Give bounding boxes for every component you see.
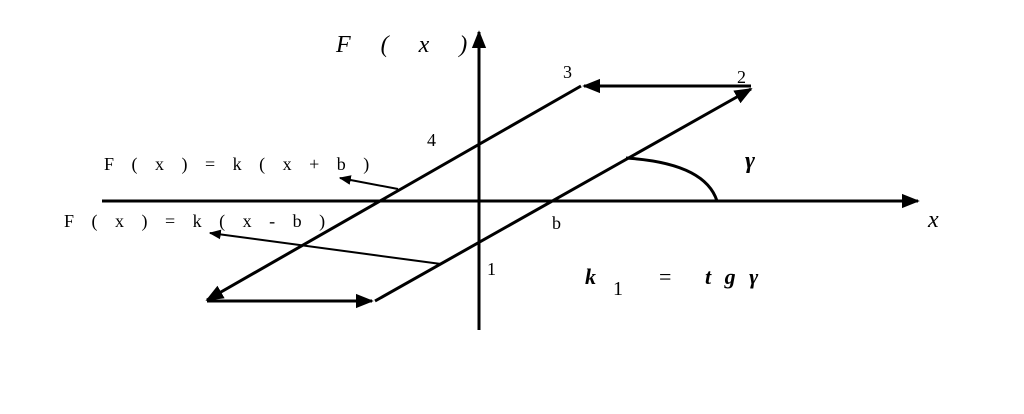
lower-branch-line (374, 87, 753, 303)
angle-arc (625, 156, 719, 202)
point-label-1: 1 (487, 259, 496, 279)
slope-formula-rhs: t g γ (705, 264, 762, 289)
point-label-2: 2 (737, 67, 746, 87)
upper-branch-line (205, 84, 582, 302)
y-axis-label: F ( x ) (335, 32, 479, 58)
lower-formula-pointer (208, 229, 442, 265)
point-label-b: b (552, 213, 561, 233)
upper-formula-pointer (338, 175, 399, 190)
lower-branch-formula: F ( x ) = k ( x - b ) (64, 211, 332, 232)
x-axis-label: x (927, 207, 939, 233)
slope-formula-equals: = (659, 264, 671, 289)
slope-formula-subscript: 1 (613, 278, 623, 300)
upper-branch-formula: F ( x ) = k ( x + b ) (104, 154, 376, 175)
angle-gamma-symbol: γ (745, 148, 755, 174)
point-label-3: 3 (563, 62, 572, 82)
point-label-4: 4 (427, 130, 436, 150)
slope-formula-k: k (585, 264, 596, 289)
